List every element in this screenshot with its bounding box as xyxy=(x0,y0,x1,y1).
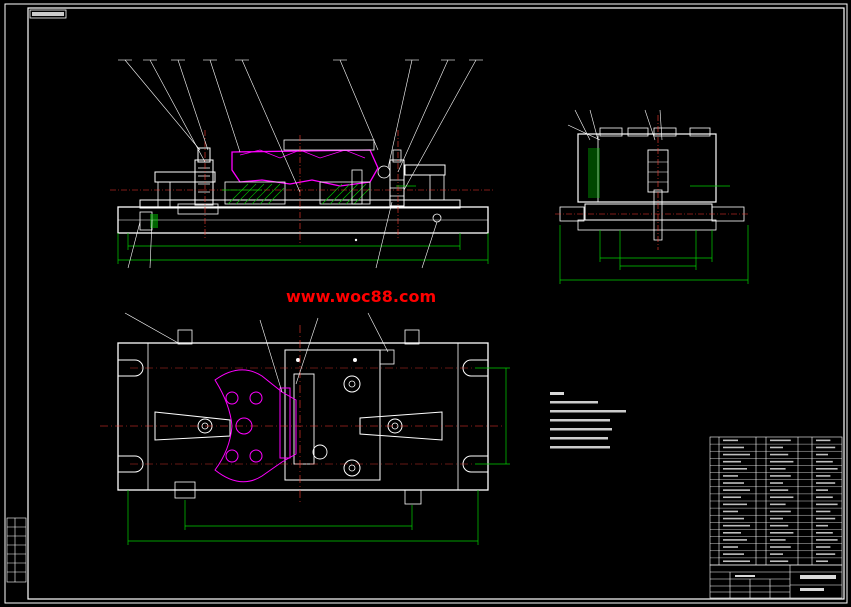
title-block xyxy=(709,564,843,599)
bom-cell-mark xyxy=(723,489,750,491)
bom-cell-mark xyxy=(816,453,828,456)
bom-cell-mark xyxy=(816,460,833,463)
front-leaders xyxy=(118,59,483,269)
bom-cell-mark xyxy=(723,560,750,563)
bom-cell-mark xyxy=(816,446,836,449)
front-view xyxy=(110,59,495,269)
bom-cell-mark xyxy=(816,510,831,513)
outer-border xyxy=(4,3,848,604)
bom-cell-mark xyxy=(816,475,831,477)
bom-cell-mark xyxy=(723,475,738,477)
bom-cell-mark xyxy=(770,553,783,555)
bom-cell-mark xyxy=(816,517,836,520)
bom-cell-mark xyxy=(723,453,750,456)
bom-cell-mark xyxy=(723,517,744,520)
bom-cell-mark xyxy=(770,524,789,527)
watermark-text: www.woc88.com xyxy=(286,287,436,306)
drawing-code-text xyxy=(32,12,64,16)
binding-margin-table xyxy=(6,517,27,583)
bom-cell-mark xyxy=(723,503,747,506)
bom-cell-mark xyxy=(816,539,838,541)
technical-notes xyxy=(550,392,626,449)
bom-cell-mark xyxy=(816,489,828,491)
fixture-plate xyxy=(284,349,381,481)
bom-cell-mark xyxy=(723,539,747,541)
bom-cell-mark xyxy=(816,482,836,484)
bom-cell-mark xyxy=(816,439,831,442)
bom-cell-mark xyxy=(770,439,791,442)
bom-cell-mark xyxy=(770,482,783,484)
bom-cell-mark xyxy=(770,560,789,563)
bom-cell-mark xyxy=(816,532,833,534)
bom-cell-mark xyxy=(770,468,786,470)
bom-cell-mark xyxy=(770,546,791,548)
drawing-code-box xyxy=(29,9,67,19)
bom-cell-mark xyxy=(770,510,791,513)
top-view xyxy=(100,312,510,545)
base-top-rail xyxy=(139,199,461,209)
side-view xyxy=(555,109,750,284)
bom-cell-mark xyxy=(816,553,836,555)
bom-cell-mark xyxy=(770,460,794,463)
bom-cell-mark xyxy=(816,496,833,499)
bom-cell-mark xyxy=(770,517,783,520)
bom-cell-mark xyxy=(723,482,744,484)
bom-cell-mark xyxy=(723,496,741,499)
bom-cell-mark xyxy=(770,539,786,541)
bom-cell-mark xyxy=(816,503,838,506)
bom-cell-mark xyxy=(770,446,783,449)
bom-cell-mark xyxy=(723,553,744,555)
inner-border xyxy=(27,7,845,600)
bom-cell-mark xyxy=(723,510,738,513)
bom-cell-mark xyxy=(723,439,738,442)
bom-cell-mark xyxy=(770,503,786,506)
bom-cell-mark xyxy=(816,560,828,563)
bom-cell-mark xyxy=(723,532,741,534)
bom-cell-mark xyxy=(770,532,794,534)
bom-cell-mark xyxy=(723,468,747,470)
bom-cell-mark xyxy=(723,524,750,527)
bom-cell-mark xyxy=(770,475,791,477)
bom-cell-mark xyxy=(723,546,738,548)
bom-cell-mark xyxy=(816,546,831,548)
bom-cell-mark xyxy=(816,468,838,470)
bom-cell-mark xyxy=(723,460,741,463)
workpiece-outline xyxy=(231,149,379,187)
bom-cell-mark xyxy=(770,489,789,491)
bom-cell-mark xyxy=(770,496,794,499)
bom-cell-mark xyxy=(770,453,789,456)
front-dimensions xyxy=(117,185,489,264)
bom-cell-mark xyxy=(723,446,744,449)
top-dimensions xyxy=(127,367,510,545)
side-dimensions xyxy=(559,185,749,284)
bom-cell-mark xyxy=(816,524,828,527)
bom-rows xyxy=(710,439,842,563)
